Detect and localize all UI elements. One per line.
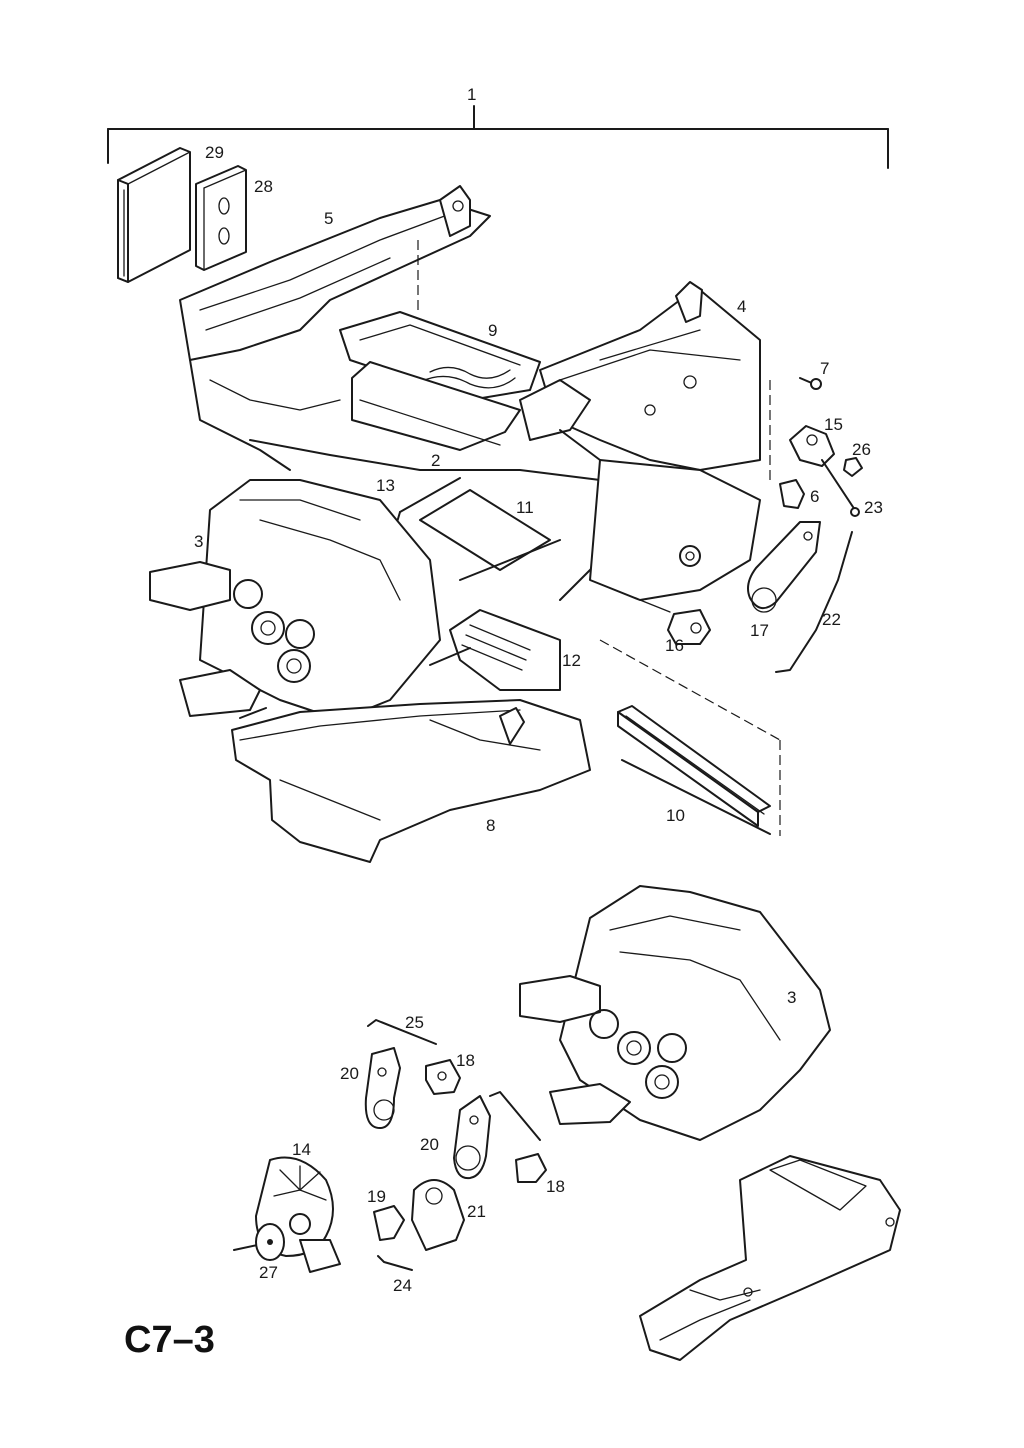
part-label-2: 2 — [431, 451, 440, 470]
part-label-20-lower: 20 — [420, 1135, 439, 1154]
part-label-26: 26 — [852, 440, 871, 459]
main-housing-drawing — [519, 281, 771, 601]
part-label-18-upper: 18 — [456, 1051, 475, 1070]
filter-element-drawing — [117, 147, 191, 283]
clip-drawing — [779, 479, 805, 509]
part-label-12: 12 — [562, 651, 581, 670]
air-duct-drawing — [639, 1155, 901, 1361]
part-label-25: 25 — [405, 1013, 424, 1032]
part-label-28: 28 — [254, 177, 273, 196]
actuator-19-drawing — [373, 1205, 405, 1241]
lever-20a-drawing — [364, 1047, 401, 1129]
part-label-10: 10 — [666, 806, 685, 825]
part-label-3-upper: 3 — [194, 532, 203, 551]
part-label-1: 1 — [467, 85, 476, 104]
foam-pad-drawing — [195, 165, 247, 271]
part-label-6: 6 — [810, 487, 819, 506]
rod-25-drawing — [367, 1019, 437, 1045]
flap-lever-drawing — [747, 521, 821, 613]
heater-box-right-drawing — [519, 885, 831, 1141]
heater-core-drawing — [249, 361, 601, 481]
lower-duct-drawing — [231, 699, 591, 863]
part-label-20-upper: 20 — [340, 1064, 359, 1083]
heater-box-left-drawing — [149, 479, 441, 721]
filter-housing-drawing — [339, 311, 541, 401]
part-label-24: 24 — [393, 1276, 412, 1295]
part-label-19: 19 — [367, 1187, 386, 1206]
part-label-16: 16 — [665, 636, 684, 655]
cam-18a-drawing — [425, 1059, 461, 1095]
lever-assembly-drawing — [789, 425, 863, 517]
grille-flap-drawing — [429, 609, 561, 691]
rod-24-drawing — [377, 1255, 413, 1271]
part-label-11: 11 — [516, 498, 534, 517]
part-label-7: 7 — [820, 359, 829, 378]
page-code: C7–3 — [124, 1319, 215, 1361]
cam-18b-drawing — [515, 1153, 547, 1183]
upper-duct-drawing — [179, 185, 491, 471]
part-label-14: 14 — [292, 1140, 311, 1159]
part-label-9: 9 — [488, 321, 497, 340]
part-label-8: 8 — [486, 816, 495, 835]
part-label-27: 27 — [259, 1263, 278, 1282]
assembly-bracket — [107, 105, 889, 169]
actuator-drawing — [639, 599, 711, 645]
part-label-15: 15 — [824, 415, 843, 434]
part-label-3-lower: 3 — [787, 988, 796, 1007]
part-label-18-lower: 18 — [546, 1177, 565, 1196]
screw-washer-27-drawing — [233, 1223, 285, 1261]
part-label-23: 23 — [864, 498, 883, 517]
part-label-21: 21 — [467, 1202, 486, 1221]
flat-filter-drawing — [599, 639, 781, 836]
part-label-5: 5 — [324, 209, 333, 228]
part-label-22: 22 — [822, 610, 841, 629]
lever-21-drawing — [411, 1179, 465, 1251]
lever-20b-drawing — [453, 1095, 491, 1180]
part-label-13: 13 — [376, 476, 395, 495]
part-label-29: 29 — [205, 143, 224, 162]
long-rod-drawing — [775, 531, 853, 673]
part-label-4: 4 — [737, 297, 746, 316]
rod-20b-drawing — [489, 1091, 541, 1141]
screw-drawing — [799, 377, 822, 390]
part-labels: 1 29 28 5 4 9 7 15 26 2 13 6 23 11 3 22 … — [194, 85, 883, 1295]
part-label-17: 17 — [750, 621, 769, 640]
